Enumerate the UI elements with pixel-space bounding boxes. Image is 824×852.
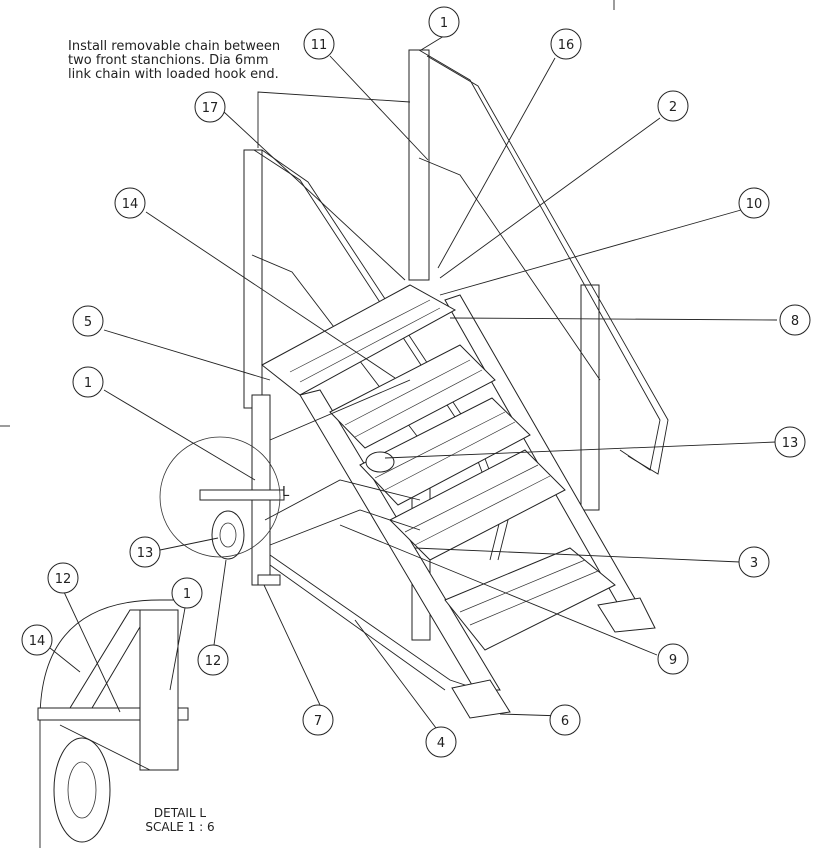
brace-lower xyxy=(264,479,421,521)
balloon-1: 1 xyxy=(72,366,104,398)
detail-marker-label: L xyxy=(282,485,290,500)
svg-text:14: 14 xyxy=(122,197,139,212)
ladder-structure xyxy=(159,49,669,719)
balloon-12: 12 xyxy=(197,644,229,676)
note-line-3: link chain with loaded hook end. xyxy=(68,67,279,82)
svg-text:12: 12 xyxy=(55,572,72,587)
svg-text:2: 2 xyxy=(669,100,677,115)
detail-l-outline xyxy=(39,599,190,848)
tread-1 xyxy=(329,344,496,449)
detail-leg xyxy=(139,609,179,771)
balloon-6: 6 xyxy=(549,704,581,736)
handrail-rear-mid xyxy=(418,157,601,381)
stringer-left xyxy=(299,389,501,691)
detail-l-view xyxy=(37,599,190,848)
handrail-rear-inner xyxy=(426,55,669,475)
tread-3 xyxy=(389,449,566,561)
svg-text:9: 9 xyxy=(669,653,677,668)
handrail-rear-outer xyxy=(418,49,661,471)
balloon-11: 11 xyxy=(303,28,335,60)
detail-l-circle xyxy=(159,436,281,558)
svg-text:1: 1 xyxy=(84,376,92,391)
balloon-13-castor: 13 xyxy=(129,536,161,568)
balloon-16: 16 xyxy=(550,28,582,60)
balloon-5: 5 xyxy=(72,305,104,337)
balloon-13: 13 xyxy=(774,426,806,458)
note-line-2: two front stanchions. Dia 6mm xyxy=(68,53,269,68)
detail-scale: SCALE 1 : 6 xyxy=(145,820,215,834)
foot-plate-front xyxy=(257,574,281,586)
svg-text:14: 14 xyxy=(29,634,46,649)
svg-text:10: 10 xyxy=(746,197,763,212)
svg-text:1: 1 xyxy=(440,16,448,31)
chain-reference-line xyxy=(257,91,411,148)
castor-wheel-rear xyxy=(365,451,395,473)
rear-stanchion-left xyxy=(408,49,430,281)
balloon-17: 17 xyxy=(194,91,226,123)
balloon-4: 4 xyxy=(425,726,457,758)
svg-text:11: 11 xyxy=(311,38,328,53)
svg-text:13: 13 xyxy=(782,436,799,451)
castor-wheel xyxy=(211,510,245,560)
tread-4 xyxy=(444,547,616,651)
tread-grating xyxy=(289,299,599,626)
balloon-14-detail: 14 xyxy=(21,624,53,656)
note-line-1: Install removable chain between xyxy=(68,39,281,54)
detail-wheel-hub xyxy=(67,761,97,819)
detail-caption: DETAIL L SCALE 1 : 6 xyxy=(120,806,240,834)
detail-wheel xyxy=(53,737,111,843)
svg-text:1: 1 xyxy=(183,587,191,602)
balloon-12-detail: 12 xyxy=(47,562,79,594)
rear-stanchion-right xyxy=(580,284,600,511)
handrail-front-mid xyxy=(251,254,421,441)
svg-text:6: 6 xyxy=(561,714,569,729)
detail-fork xyxy=(59,724,151,771)
svg-text:16: 16 xyxy=(558,38,575,53)
balloon-7: 7 xyxy=(302,704,334,736)
svg-text:7: 7 xyxy=(314,714,322,729)
foot-plate-left xyxy=(451,679,511,719)
svg-text:8: 8 xyxy=(791,314,799,329)
balloon-8: 8 xyxy=(779,304,811,336)
balloon-14: 14 xyxy=(114,187,146,219)
detail-brace xyxy=(69,609,151,709)
castor-hub xyxy=(219,522,237,548)
castor-mount-plate xyxy=(199,489,285,501)
svg-text:12: 12 xyxy=(205,654,222,669)
base-rail-side xyxy=(269,509,421,546)
balloon-3: 3 xyxy=(738,546,770,578)
svg-text:5: 5 xyxy=(84,315,92,330)
svg-text:13: 13 xyxy=(137,546,154,561)
foot-plate-right xyxy=(597,597,656,633)
base-rail-front-lower xyxy=(269,564,446,691)
balloon-2: 2 xyxy=(657,90,689,122)
svg-text:4: 4 xyxy=(437,736,445,751)
brace-upper xyxy=(269,379,411,441)
balloon-10: 10 xyxy=(738,187,770,219)
detail-title: DETAIL L xyxy=(153,806,207,820)
top-platform xyxy=(261,284,457,396)
balloon-18: 1 xyxy=(428,6,460,38)
svg-text:17: 17 xyxy=(202,101,219,116)
chain-installation-note: Install removable chain between two fron… xyxy=(68,40,328,82)
balloon-9: 9 xyxy=(657,643,689,675)
svg-text:3: 3 xyxy=(750,556,758,571)
balloon-1-detail: 1 xyxy=(171,577,203,609)
